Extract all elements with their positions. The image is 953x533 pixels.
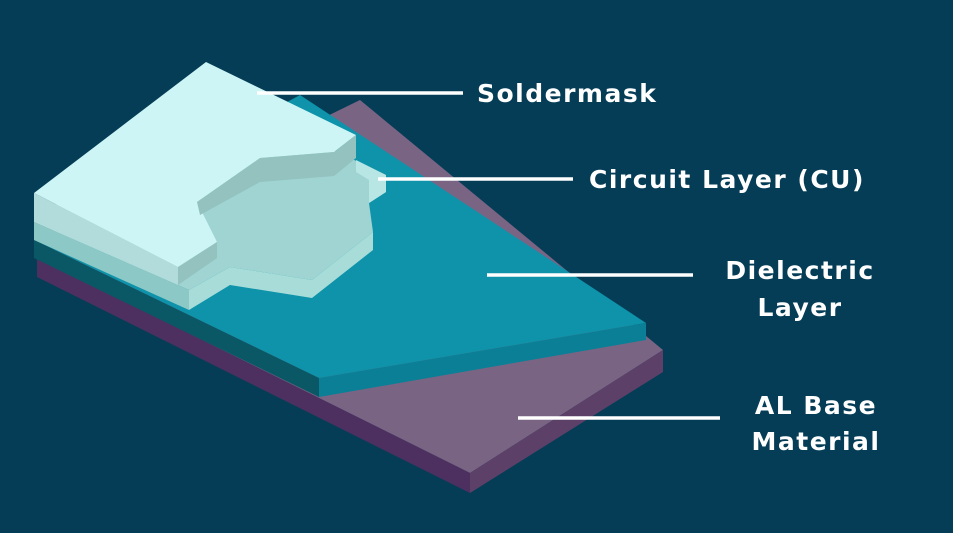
soldermask-layer bbox=[34, 62, 356, 285]
dielectric-label-line1: Dielectric bbox=[725, 256, 874, 285]
base-label-line1: AL Base bbox=[755, 391, 877, 420]
circuit-layer-label: Circuit Layer (CU) bbox=[589, 165, 865, 194]
dielectric-label-line2: Layer bbox=[757, 293, 842, 322]
soldermask-label: Soldermask bbox=[477, 79, 657, 108]
base-label-line2: Material bbox=[752, 427, 881, 456]
